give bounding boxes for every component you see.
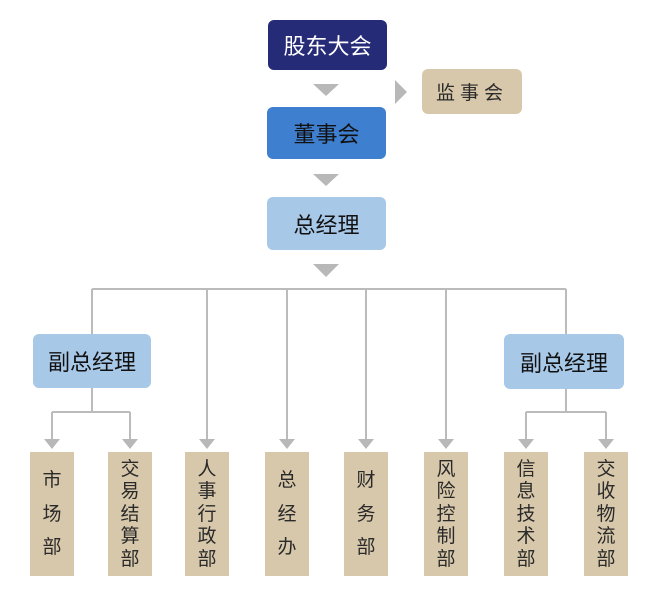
dept-label-char: 部: [197, 547, 217, 570]
dept-label-char: 事: [197, 480, 217, 502]
dept-label-char: 市: [42, 468, 62, 491]
arrow-board-to-gm: [313, 174, 339, 186]
dept-risk-control: 风险控制部: [424, 452, 468, 576]
dept-arrowheads: [44, 439, 614, 449]
dept-label-char: 交: [120, 457, 140, 480]
dept-trading-settlement: 交易结算部: [108, 452, 152, 576]
dept-label-char: 险: [436, 480, 456, 502]
dept-it: 信息技术部: [504, 452, 548, 576]
dept-gm-office: 总经办: [265, 452, 309, 576]
dept-label-char: 结: [120, 502, 140, 525]
dept-market: 市场部: [30, 452, 74, 576]
deputy-general-manager-left-label: 副总经理: [47, 351, 136, 376]
dept-label-char: 易: [120, 480, 140, 502]
dept-label-char: 控: [436, 502, 456, 525]
dept-label-char: 风: [436, 457, 456, 480]
board-of-supervisors-box: 监事会: [422, 69, 522, 114]
dept-label-char: 部: [356, 536, 376, 559]
general-manager-box: 总经理: [267, 197, 386, 250]
dept-label-char: 行: [197, 502, 217, 525]
dept-label-char: 办: [277, 536, 297, 559]
dept-label-char: 收: [596, 480, 616, 502]
arrow-to-supervisors: [395, 80, 407, 104]
dept-label-char: 部: [516, 547, 536, 570]
dept-label-char: 部: [120, 547, 140, 570]
shareholders-meeting-box: 股东大会: [268, 20, 387, 70]
dept-label-char: 制: [436, 525, 456, 547]
dept-label-char: 息: [516, 480, 536, 502]
dept-label-char: 部: [436, 547, 456, 570]
dept-label-char: 部: [596, 547, 616, 570]
dept-label-char: 算: [120, 525, 140, 547]
deputy-general-manager-right-label: 副总经理: [519, 351, 608, 377]
dept-label-char: 财: [356, 468, 376, 491]
dept-finance: 财务部: [344, 452, 388, 576]
dept-label-char: 人: [197, 457, 217, 480]
deputy-general-manager-right-box: 副总经理: [504, 334, 624, 389]
dept-label-char: 政: [197, 525, 217, 547]
dept-label-char: 物: [596, 502, 616, 525]
board-of-supervisors-label: 监事会: [435, 82, 508, 104]
deputy-general-manager-left-box: 副总经理: [33, 334, 151, 388]
dept-label-char: 术: [516, 525, 536, 547]
dept-delivery-logistics: 交收物流部: [584, 452, 628, 576]
arrow-shareholders-to-board: [313, 84, 339, 96]
arrow-gm-to-branches: [313, 264, 339, 277]
general-manager-label: 总经理: [293, 213, 360, 239]
shareholders-meeting-label: 股东大会: [283, 35, 372, 60]
dept-label-char: 总: [277, 468, 297, 491]
main-branch-lines: [51, 288, 607, 440]
dept-label-char: 务: [356, 502, 376, 525]
dept-label-char: 部: [42, 536, 62, 559]
dept-label-char: 技: [516, 502, 536, 525]
dept-label-char: 交: [596, 457, 616, 480]
dept-label-char: 场: [42, 502, 62, 525]
dept-hr-admin: 人事行政部: [185, 452, 229, 576]
board-of-directors-label: 董事会: [293, 123, 360, 148]
dept-label-char: 信: [516, 457, 536, 480]
board-of-directors-box: 董事会: [267, 107, 386, 159]
dept-label-char: 经: [277, 502, 297, 525]
dept-label-char: 流: [596, 525, 616, 547]
